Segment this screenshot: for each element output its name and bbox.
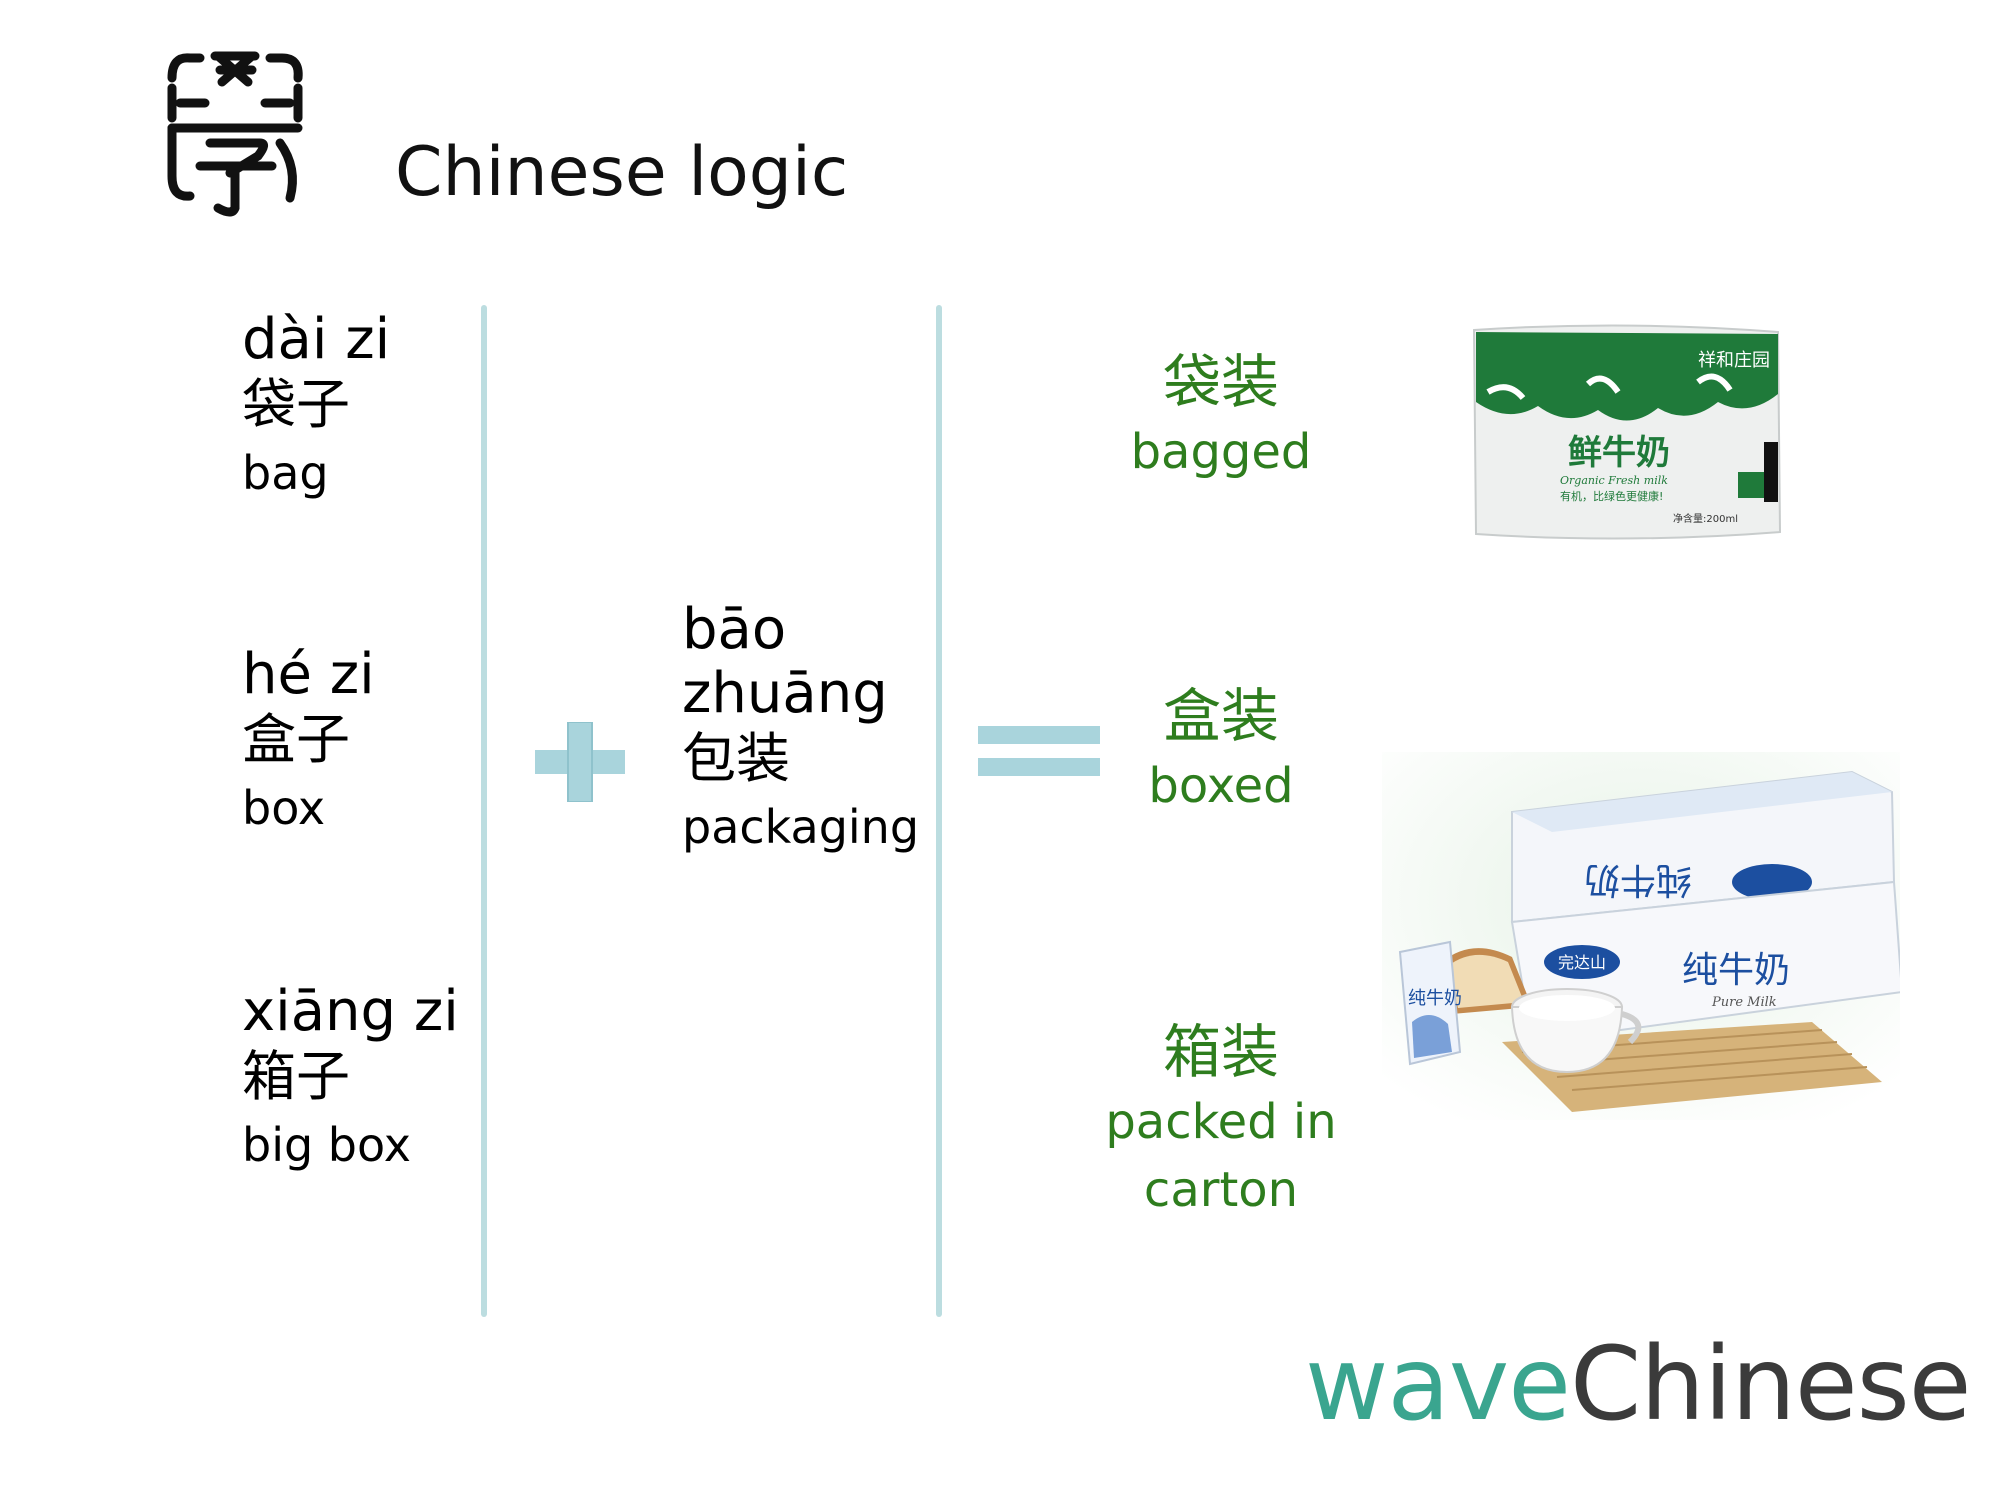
term-box: hé zi 盒子 box: [242, 643, 375, 843]
brand-wave: wave: [1305, 1325, 1571, 1444]
term-hanzi: 袋子: [242, 373, 350, 436]
term-pinyin: hé zi: [242, 642, 375, 707]
result-hanzi: 盒装: [1162, 682, 1279, 750]
term-english: box: [242, 781, 326, 835]
term-english: big box: [242, 1118, 411, 1172]
equals-icon: [978, 726, 1100, 776]
result-english: boxed: [1148, 758, 1294, 814]
plus-icon: [535, 722, 625, 802]
box-maker-text: 完达山: [1558, 953, 1606, 972]
result-boxed: 盒装 boxed: [1061, 680, 1381, 820]
wavechinese-logo: waveChinese: [1305, 1325, 1972, 1444]
term-packaging: bāo zhuāng 包装 packaging: [682, 598, 919, 862]
term-english: packaging: [682, 800, 920, 854]
bag-brand-text: 鲜牛奶: [1568, 433, 1670, 473]
divider-line-right: [936, 305, 942, 1317]
result-hanzi: 箱装: [1162, 1018, 1279, 1086]
box-sub-text: Pure Milk: [1711, 995, 1777, 1010]
term-hanzi: 包装: [682, 727, 790, 790]
brand-chinese: Chinese: [1570, 1325, 1972, 1444]
svg-text:有机，比绿色更健康!: 有机，比绿色更健康!: [1560, 489, 1663, 503]
term-hanzi: 箱子: [242, 1045, 350, 1108]
result-hanzi: 袋装: [1162, 348, 1279, 416]
term-hanzi: 盒子: [242, 708, 350, 771]
term-english: bag: [242, 446, 329, 500]
bag-volume-text: 净含量:200ml: [1673, 512, 1738, 525]
term-big-box: xiāng zi 箱子 big box: [242, 980, 459, 1180]
bag-sub-text: Organic Fresh milk: [1560, 474, 1668, 487]
milk-carton-image: 纯牛奶 完达山 纯牛奶 Pure Milk 纯牛奶: [1382, 752, 1900, 1120]
term-pinyin: dài zi: [242, 307, 391, 372]
term-pinyin: bāo: [682, 597, 787, 662]
milk-bag-image: 祥和庄园 鲜牛奶 Organic Fresh milk 有机，比绿色更健康! 净…: [1472, 324, 1782, 540]
result-carton: 箱装 packed in carton: [1061, 1016, 1381, 1224]
term-pinyin: zhuāng: [682, 661, 888, 726]
result-bagged: 袋装 bagged: [1061, 346, 1381, 486]
result-english: packed in: [1105, 1094, 1337, 1150]
box-brand-text-flipped: 纯牛奶: [1584, 859, 1692, 900]
page-title: Chinese logic: [395, 133, 849, 212]
divider-line-left: [481, 305, 487, 1317]
term-bag: dài zi 袋子 bag: [242, 308, 390, 508]
result-english: bagged: [1130, 424, 1312, 480]
result-english: carton: [1143, 1162, 1299, 1218]
seal-character-logo: [167, 51, 303, 217]
term-pinyin: xiāng zi: [242, 979, 459, 1044]
svg-text:纯牛奶: 纯牛奶: [1408, 988, 1462, 1009]
box-brand-text: 纯牛奶: [1682, 950, 1790, 991]
svg-text:祥和庄园: 祥和庄园: [1698, 350, 1770, 371]
